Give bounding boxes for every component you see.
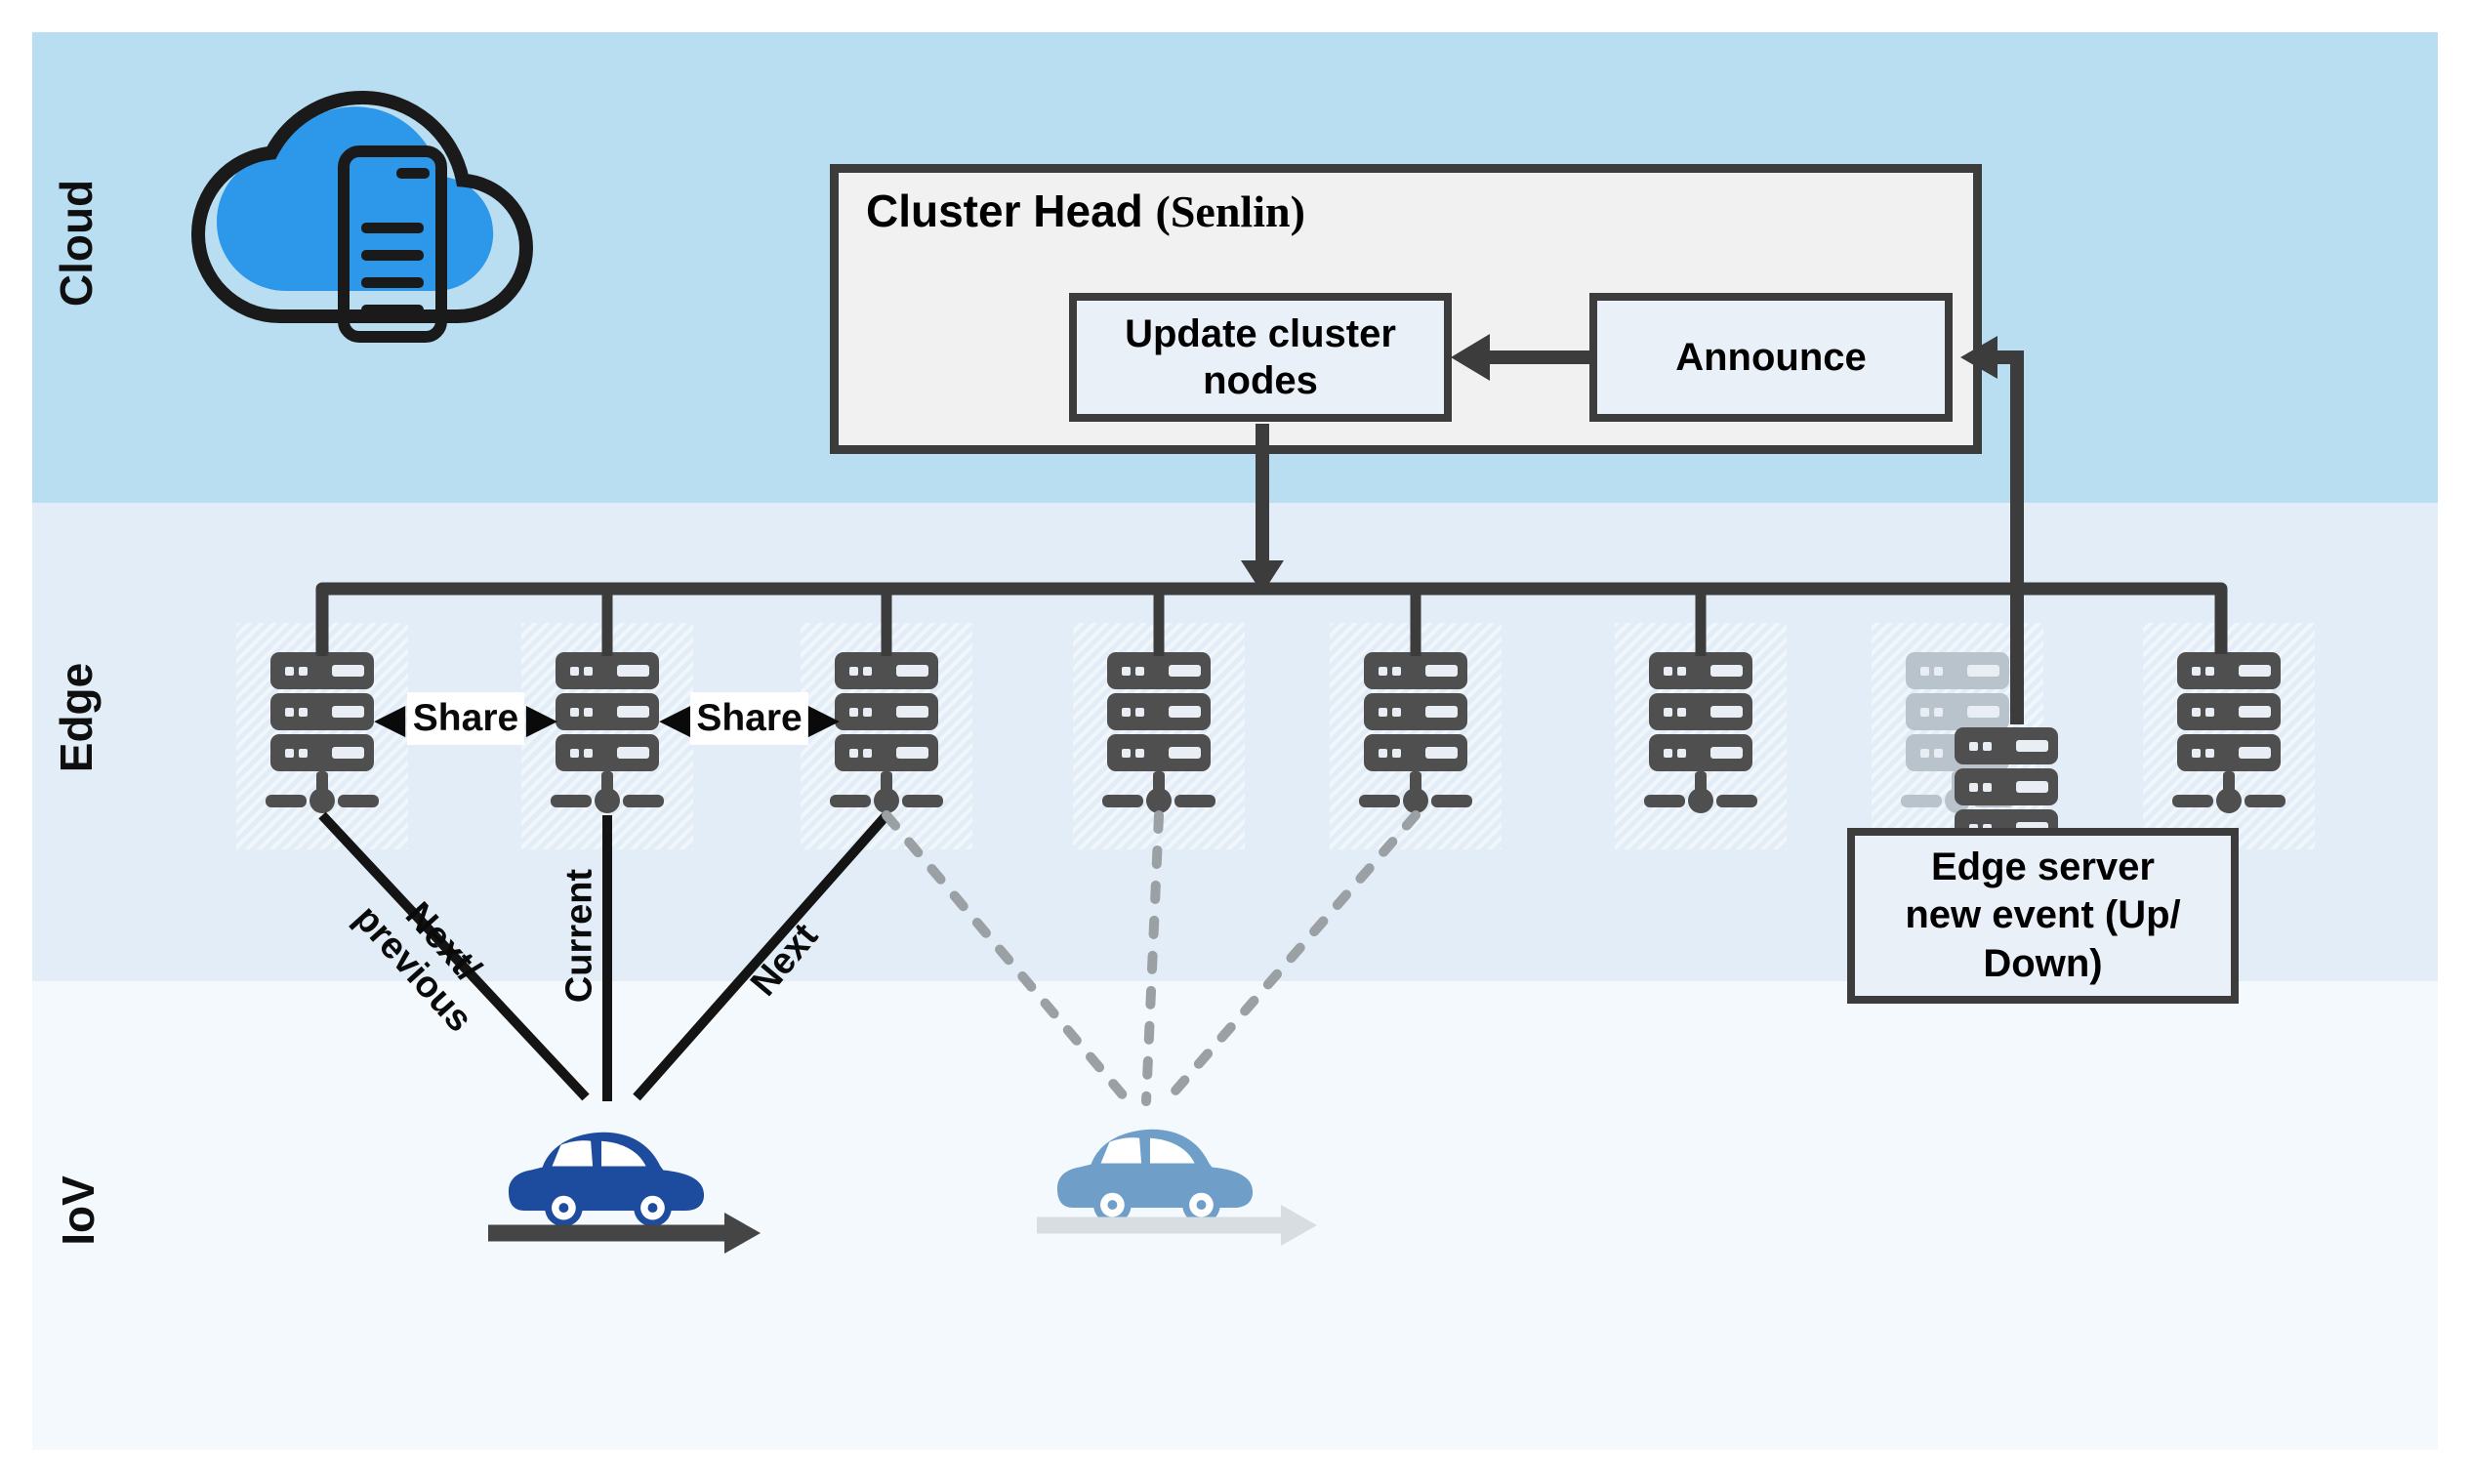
share-link-right: ◀Share▶	[659, 687, 841, 750]
update-to-edge-arrow	[1241, 424, 1284, 594]
edge-server-event-box: Edge server new event (Up/ Down)	[1847, 828, 2239, 1004]
arrow-left-icon: ◀	[659, 695, 691, 741]
link-label-current: Current	[558, 868, 600, 1004]
cloud-server-icon	[190, 90, 534, 343]
cluster-head-title: Cluster Head (Senlin)	[866, 185, 1305, 237]
arrow-left-icon: ◀	[374, 695, 406, 741]
share-label: Share	[406, 691, 525, 746]
announce-box: Announce	[1589, 293, 1953, 422]
share-label: Share	[690, 691, 808, 746]
car-direction-arrow-light	[1037, 1205, 1317, 1246]
iov-band	[32, 981, 2438, 1450]
car-direction-arrow-dark	[488, 1213, 761, 1254]
cloud-band-label: Cloud	[51, 179, 102, 308]
arrow-right-icon: ▶	[807, 695, 841, 741]
link-next	[633, 811, 890, 1101]
share-link-left: ◀Share▶	[374, 687, 557, 750]
link-next-previous	[318, 811, 590, 1101]
car2-server-links	[882, 810, 1421, 1106]
iov-band-label: IoV	[53, 1175, 103, 1246]
edge-bus-line	[315, 582, 2228, 656]
cluster-head-title-note: (Senlin)	[1155, 186, 1305, 236]
event-to-announce-arrow	[1960, 336, 2024, 724]
announce-to-update-arrow	[1451, 334, 1589, 381]
cluster-head-title-main: Cluster Head	[866, 186, 1156, 236]
arrow-right-icon: ▶	[525, 695, 557, 741]
car1-server-links	[318, 811, 890, 1101]
edge-band-label: Edge	[51, 662, 102, 773]
update-cluster-nodes-box: Update cluster nodes	[1069, 293, 1452, 422]
